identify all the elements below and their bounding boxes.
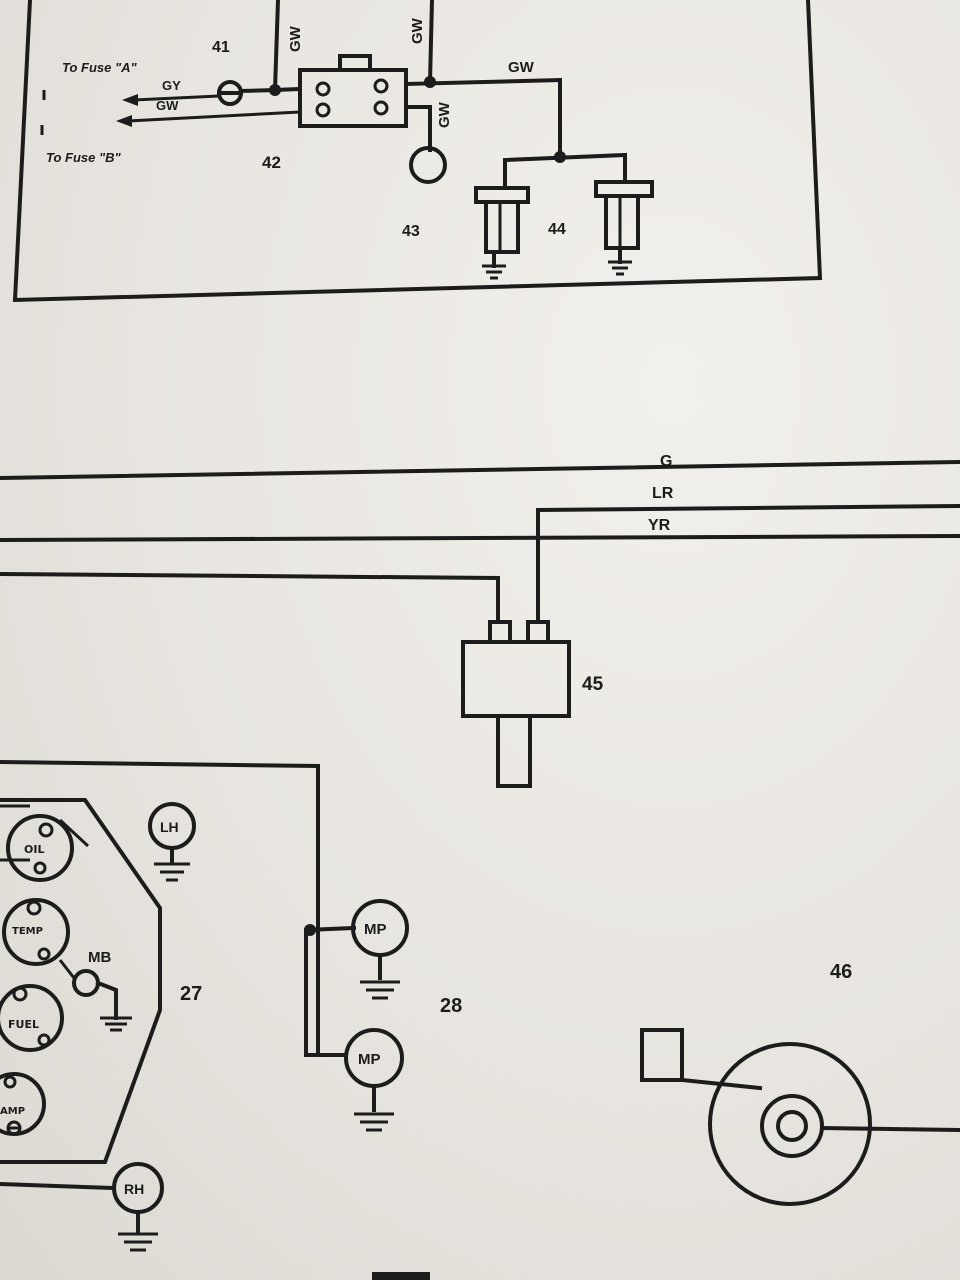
component-number-43: 43 bbox=[402, 223, 420, 240]
indicator-lh bbox=[148, 802, 196, 882]
gauge-amp-label: AMP bbox=[0, 1106, 25, 1117]
indicator-lh-label: LH bbox=[160, 819, 179, 835]
wire-label-gw: GW bbox=[508, 59, 535, 76]
component-number-28: 28 bbox=[440, 995, 462, 1017]
indicator-rh-label: RH bbox=[124, 1181, 144, 1197]
cropped-mark bbox=[372, 1272, 430, 1280]
component-28 bbox=[303, 924, 357, 1057]
component-number-41: 41 bbox=[212, 39, 230, 56]
component-number-45: 45 bbox=[582, 674, 604, 695]
wire-label-gw: GW bbox=[287, 25, 304, 52]
indicator-rh bbox=[0, 1162, 164, 1252]
wire-to-44 bbox=[403, 77, 627, 190]
wire-label-gw: GW bbox=[156, 98, 179, 113]
component-number-46: 46 bbox=[830, 961, 852, 983]
component-number-44: 44 bbox=[548, 221, 566, 238]
lamp-mp-label: MP bbox=[358, 1051, 381, 1068]
component-number-42: 42 bbox=[262, 153, 281, 172]
wire-label-gw: GW bbox=[436, 101, 453, 128]
gauge-temp-label: TEMP bbox=[12, 926, 43, 937]
component-44-left bbox=[474, 186, 530, 280]
lamp-mp-label: MP bbox=[364, 921, 387, 938]
component-46 bbox=[640, 1028, 960, 1206]
component-45 bbox=[461, 620, 571, 788]
wire-label-g: G bbox=[660, 453, 672, 470]
wire-label-yr: YR bbox=[648, 517, 671, 534]
lamp-mp-lower bbox=[344, 1028, 404, 1132]
component-44-right bbox=[594, 180, 654, 276]
component-41 bbox=[217, 80, 278, 106]
top-section-frame bbox=[12, 0, 823, 303]
wire-label-gw: GW bbox=[409, 17, 426, 44]
component-43 bbox=[404, 105, 447, 184]
gauge-temp bbox=[2, 898, 70, 966]
gauge-cluster-27 bbox=[0, 759, 320, 1164]
wire-label-lr: LR bbox=[652, 485, 674, 502]
junction-dot bbox=[304, 924, 316, 936]
wire-label-gy: GY bbox=[162, 78, 181, 93]
gauge-fuel-label: FUEL bbox=[8, 1018, 39, 1031]
gauge-amp bbox=[0, 1072, 46, 1136]
gauge-fuel bbox=[0, 984, 64, 1052]
fuse-arrows bbox=[116, 94, 301, 127]
label-to-fuse-a: To Fuse "A" bbox=[62, 60, 138, 75]
lamp-mp-upper bbox=[351, 899, 409, 1000]
gauge-oil bbox=[6, 814, 74, 882]
component-number-27: 27 bbox=[180, 983, 202, 1005]
label-to-fuse-b: To Fuse "B" bbox=[46, 150, 122, 165]
gauge-oil-label: OIL bbox=[24, 843, 44, 856]
harness-wires bbox=[0, 459, 960, 624]
meter-bulb-label: MB bbox=[88, 949, 111, 966]
component-42-connector bbox=[272, 54, 408, 128]
meter-bulb-mb bbox=[58, 959, 132, 1032]
